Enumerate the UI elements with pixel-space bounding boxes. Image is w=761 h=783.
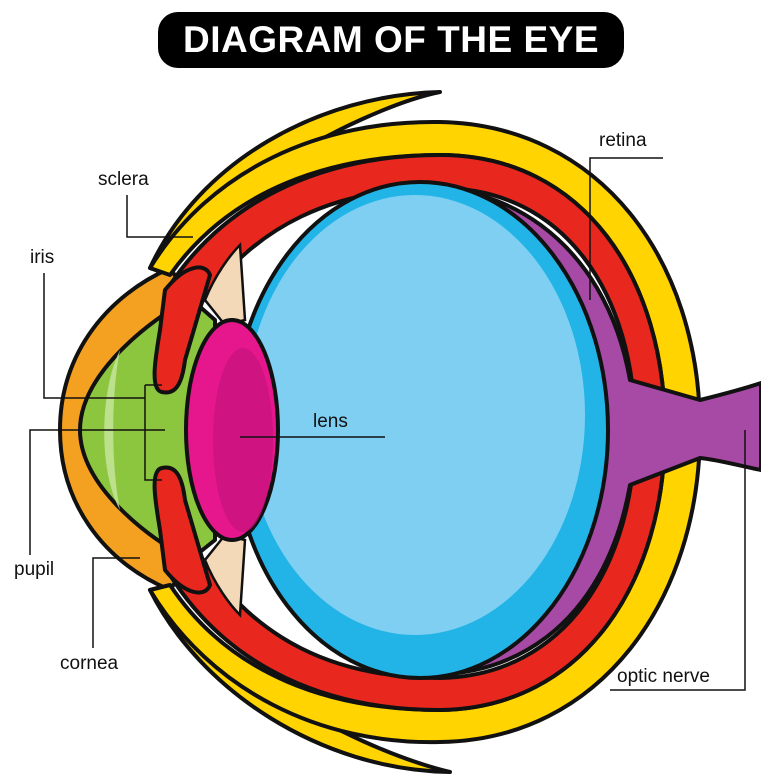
lens-shade <box>213 348 273 532</box>
label-lens: lens <box>313 412 348 431</box>
label-retina: retina <box>599 131 647 150</box>
label-pupil: pupil <box>14 560 54 579</box>
label-cornea: cornea <box>60 654 118 673</box>
label-optic-nerve: optic nerve <box>617 667 710 686</box>
label-sclera: sclera <box>98 170 149 189</box>
label-iris: iris <box>30 248 54 267</box>
vitreous-highlight <box>245 195 585 635</box>
